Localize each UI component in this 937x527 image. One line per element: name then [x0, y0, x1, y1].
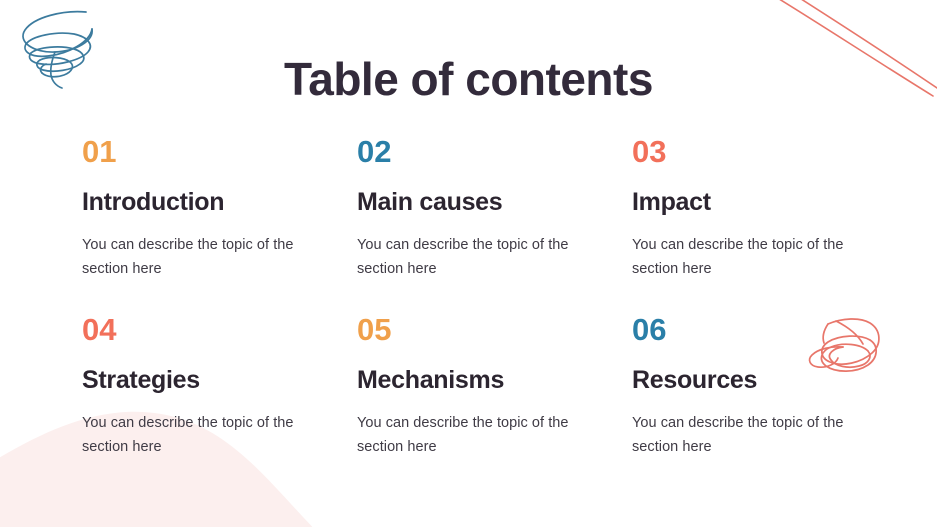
toc-item-04[interactable]: 04 Strategies You can describe the topic…: [82, 314, 357, 492]
page-title: Table of contents: [284, 53, 653, 105]
toc-heading-02: Main causes: [357, 188, 503, 216]
toc-item-03[interactable]: 03 Impact You can describe the topic of …: [632, 136, 882, 314]
toc-description-06: You can describe the topic of the sectio…: [632, 414, 844, 456]
toc-number-06: 06: [632, 312, 667, 347]
toc-number-02: 02: [357, 134, 392, 169]
toc-item-05[interactable]: 05 Mechanisms You can describe the topic…: [357, 314, 632, 492]
toc-item-06[interactable]: 06 Resources You can describe the topic …: [632, 314, 882, 492]
toc-heading-03: Impact: [632, 188, 711, 216]
toc-heading-05: Mechanisms: [357, 366, 505, 394]
toc-description-04: You can describe the topic of the sectio…: [82, 414, 294, 456]
toc-item-02[interactable]: 02 Main causes You can describe the topi…: [357, 136, 632, 314]
toc-number-03: 03: [632, 134, 667, 169]
toc-number-01: 01: [82, 134, 117, 169]
toc-heading-06: Resources: [632, 366, 758, 394]
toc-number-05: 05: [357, 312, 392, 347]
toc-heading-01: Introduction: [82, 188, 225, 216]
toc-description-01: You can describe the topic of the sectio…: [82, 236, 294, 278]
toc-item-01[interactable]: 01 Introduction You can describe the top…: [82, 136, 357, 314]
toc-description-03: You can describe the topic of the sectio…: [632, 236, 844, 278]
table-of-contents-grid: 01 Introduction You can describe the top…: [82, 136, 882, 492]
toc-number-04: 04: [82, 312, 117, 347]
toc-heading-04: Strategies: [82, 366, 200, 394]
toc-description-02: You can describe the topic of the sectio…: [357, 236, 569, 278]
toc-description-05: You can describe the topic of the sectio…: [357, 414, 569, 456]
